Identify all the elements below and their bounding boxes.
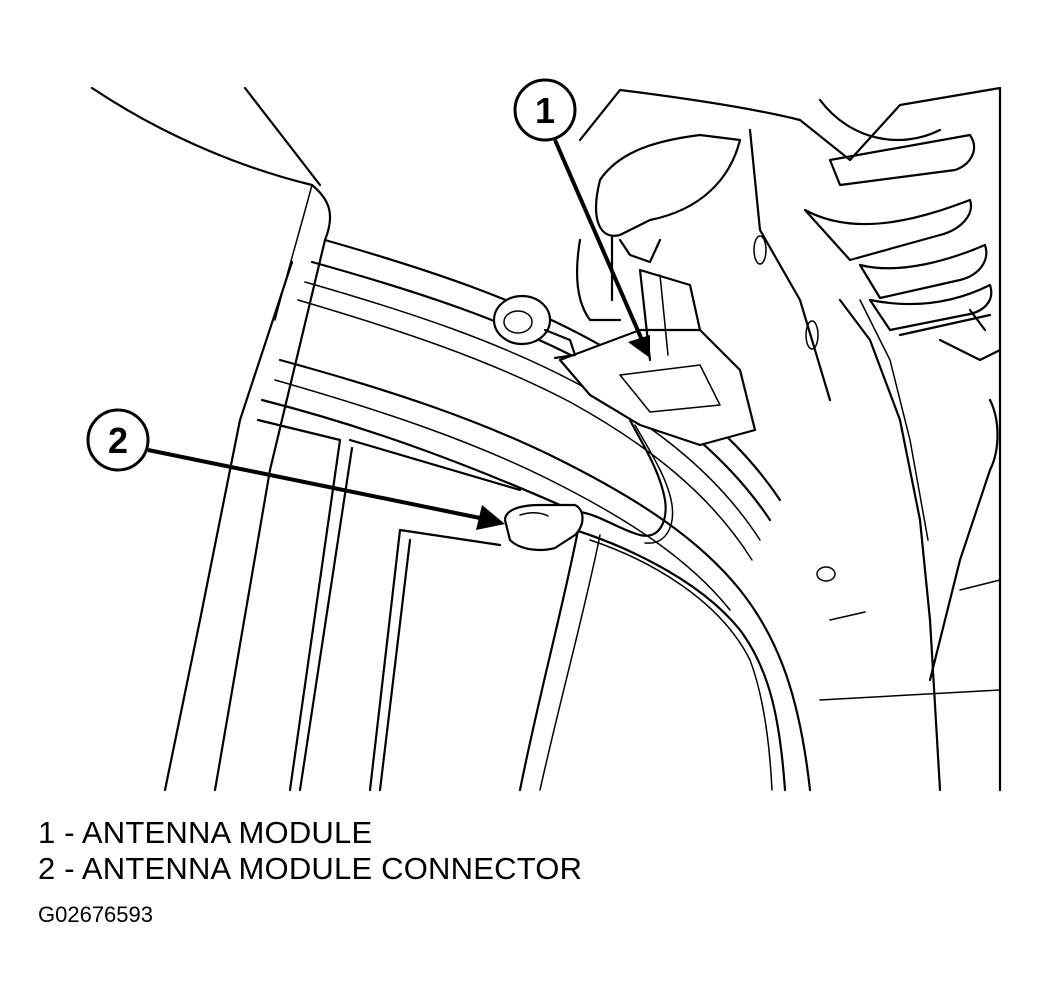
antenna-module-illustration: 1 2 [86,78,1002,792]
callout-1-number: 1 [535,90,555,131]
left-body-panel [90,86,332,792]
legend-item-antenna-module-connector: 2 - ANTENNA MODULE CONNECTOR [38,851,583,886]
rear-window-frame [256,398,787,792]
callout-2: 2 [86,408,505,530]
antenna-wire [578,418,674,544]
right-inner-panel [578,86,1002,792]
antenna-module [558,268,757,447]
figure-code: G02676593 [38,902,153,927]
callout-2-number: 2 [108,420,128,461]
mounting-bolt [492,294,577,360]
callout-1: 1 [513,78,650,358]
c-pillar-trim [575,133,742,322]
legend-item-antenna-module: 1 - ANTENNA MODULE [38,815,373,850]
antenna-module-connector [503,503,584,551]
